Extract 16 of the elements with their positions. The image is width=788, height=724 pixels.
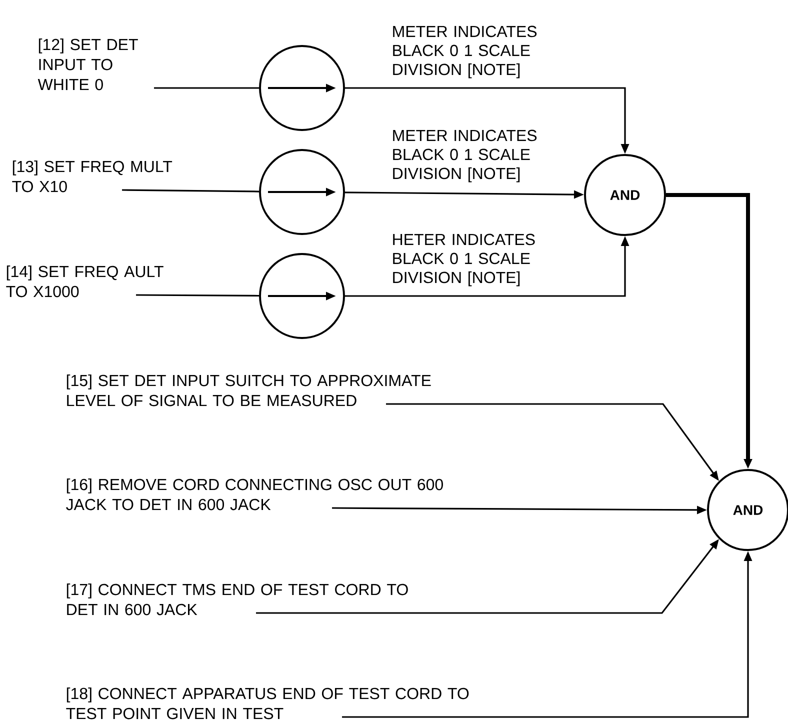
connector: [122, 189, 260, 192]
step-text: [14] SET FREQ AULT TO X1000: [6, 265, 164, 298]
connector: [136, 294, 259, 297]
step-circle: [259, 45, 345, 131]
step-text: [15] SET DET INPUT SUITCH TO APPROXIMATE LEVEL OF SIGNAL TO BE MEASURED: [66, 374, 431, 406]
step-text: [13] SET FREQ MULT TO X10: [12, 160, 172, 192]
step-text: [16] REMOVE CORD CONNECTING OSC OUT 600 JACK TO DET IN 600 JACK: [66, 478, 443, 510]
edge-label: METER INDICATES BLACK 0 1 SCALE DIVISION [NOTE]: [390, 128, 553, 184]
connector: [154, 87, 259, 89]
step-text: [17] CONNECT TMS END OF TEST CORD TO DET IN 600 JACK: [66, 583, 408, 616]
edge-label: METER INDICATES BLACK 0 1 SCALE DIVISION [NOTE]: [390, 24, 553, 80]
step-circle: [259, 149, 345, 235]
step-text: [12] SET DET INPUT TO WHITE 0: [38, 38, 138, 90]
step-text: [18] CONNECT APPARATUS END OF TEST CORD TO TEST POINT GIVEN IN TEST: [66, 687, 469, 720]
edge-label: HETER INDICATES BLACK 0 1 SCALE DIVISION [NOTE]: [390, 232, 553, 288]
step-circle: [259, 253, 345, 339]
